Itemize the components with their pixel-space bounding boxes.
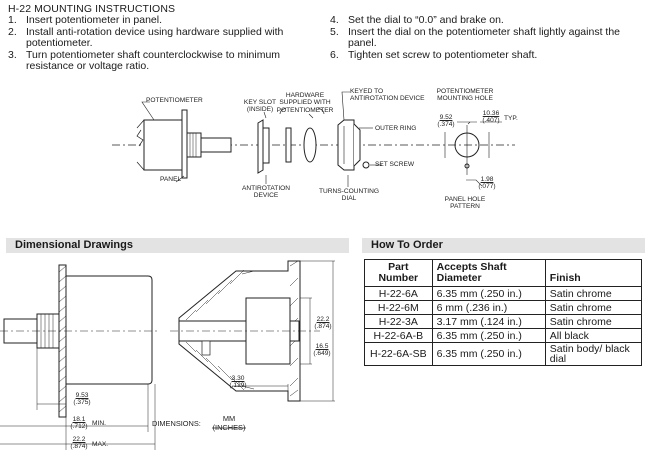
dim-18-1: 18.1 (.712) [70, 416, 88, 431]
dim-16-5: 16.5 (.649) [313, 343, 331, 358]
table-row: H-22-6A-B 6.35 mm (.250 in.) All black [364, 328, 643, 343]
label-outer-ring: OUTER RING [375, 125, 417, 132]
dim-9-52: 9.52 (.374) [437, 114, 455, 129]
step-item: 5.Insert the dial on the potentiometer s… [330, 25, 621, 50]
cell-part: H-22-6A [364, 286, 433, 301]
cell-shaft: 6.35 mm (.250 in.) [431, 342, 546, 366]
label-typ: TYP. [504, 115, 518, 122]
dim-22-2-bottom: 22.2 (.874) [70, 436, 88, 451]
cell-finish: Satin chrome [544, 314, 643, 329]
label-panel-hole-pattern: PANEL HOLE PATTERN [444, 196, 486, 211]
label-min: MIN. [92, 420, 106, 427]
steps-list-right: 4.Set the dial to “0.0” and brake on. 5.… [330, 14, 635, 61]
dim-3-30: 3.30 (.129) [229, 375, 247, 390]
column-header-shaft-diameter: Accepts Shaft Diameter [431, 259, 546, 287]
step-item: 3.Turn potentiometer shaft counterclockw… [8, 48, 281, 73]
table-row: H-22-6A-SB 6.35 mm (.250 in.) Satin body… [364, 342, 643, 366]
cell-shaft: 6.35 mm (.250 in.) [431, 328, 546, 343]
cell-part: H-22-6A-SB [364, 342, 433, 366]
label-hardware: HARDWARE SUPPLIED WITH POTENTIOMETER [276, 92, 334, 114]
label-panel: PANEL [160, 176, 182, 183]
step-item: 2.Install anti-rotation device using har… [8, 25, 284, 50]
dim-9-53: 9.53 (.375) [73, 392, 91, 407]
steps-list-left: 1.Insert potentiometer in panel. 2.Insta… [8, 14, 328, 73]
label-keyed-to: KEYED TO ANTIROTATION DEVICE [350, 88, 425, 103]
table-row: H-22-6A 6.35 mm (.250 in.) Satin chrome [364, 286, 643, 301]
label-units: MM (INCHES) [212, 414, 246, 432]
label-potentiometer: POTENTIOMETER [146, 97, 203, 104]
dimensional-drawings-header: Dimensional Drawings [6, 238, 349, 253]
cell-finish: Satin chrome [544, 300, 643, 315]
label-max: MAX. [92, 441, 109, 448]
step-item: 1.Insert potentiometer in panel. [8, 14, 162, 26]
document-title: H-22 MOUNTING INSTRUCTIONS [8, 3, 176, 15]
table-row: H-22-3A 3.17 mm (.124 in.) Satin chrome [364, 314, 643, 329]
column-header-finish: Finish [544, 259, 643, 287]
dim-1-98: 1.98 (.077) [478, 176, 496, 191]
cell-shaft: 6.35 mm (.250 in.) [431, 286, 546, 301]
cell-finish: All black [544, 328, 643, 343]
step-item: 6.Tighten set screw to potentiometer sha… [330, 48, 538, 61]
label-key-slot: KEY SLOT (INSIDE) [243, 99, 277, 114]
cell-shaft: 6 mm (.236 in.) [431, 300, 546, 315]
label-mounting-hole: POTENTIOMETER MOUNTING HOLE [436, 88, 494, 103]
table-row: H-22-6M 6 mm (.236 in.) Satin chrome [364, 300, 643, 315]
order-table: Part Number Accepts Shaft Diameter Finis… [364, 259, 643, 366]
dimensional-drawing [0, 260, 335, 450]
dim-22-2-right: 22.2 (.874) [314, 316, 332, 331]
step-item: 4.Set the dial to “0.0” and brake on. [330, 14, 504, 26]
cell-shaft: 3.17 mm (.124 in.) [431, 314, 546, 329]
label-set-screw: SET SCREW [375, 161, 415, 168]
column-header-part-number: Part Number [364, 259, 433, 287]
cell-finish: Satin body/ black dial [544, 342, 643, 366]
cell-part: H-22-6M [364, 300, 433, 315]
cell-finish: Satin chrome [544, 286, 643, 301]
label-turns-counting-dial: TURNS-COUNTING DIAL [318, 188, 380, 203]
label-antirotation-device: ANTIROTATION DEVICE [241, 185, 291, 200]
cell-part: H-22-3A [364, 314, 433, 329]
how-to-order-header: How To Order [362, 238, 645, 253]
label-dimensions: DIMENSIONS: [152, 419, 201, 428]
dim-10-36: 10.36 (.407) [482, 110, 500, 125]
mounting-exploded-diagram [112, 91, 515, 187]
table-header-row: Part Number Accepts Shaft Diameter Finis… [364, 259, 643, 287]
cell-part: H-22-6A-B [364, 328, 433, 343]
